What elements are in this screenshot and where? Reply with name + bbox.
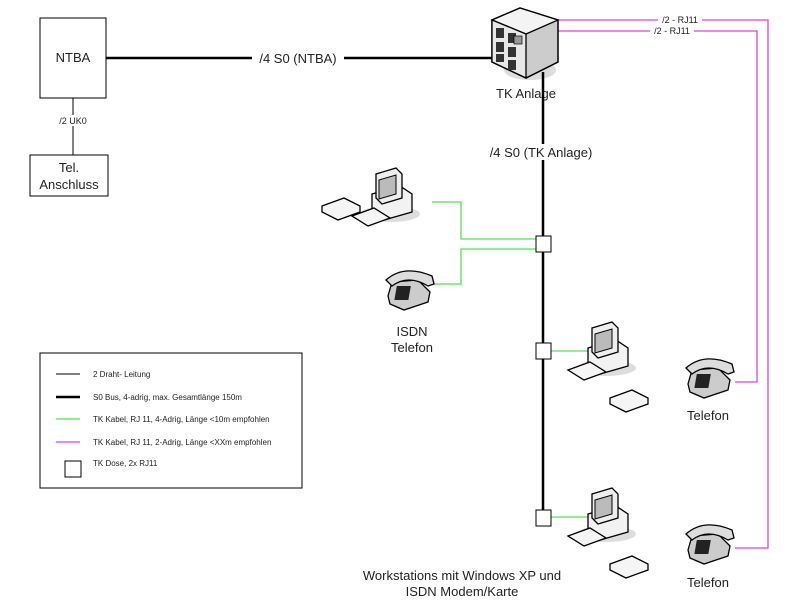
- tk-dose-1: [535, 235, 552, 253]
- isdn-phone-icon: [385, 270, 435, 311]
- uk0-label: /2 UK0: [59, 116, 87, 126]
- rj11-line-1: [557, 19, 769, 549]
- telefon-label-2: Telefon: [687, 575, 729, 590]
- workstations-label-2: ISDN Modem/Karte: [406, 584, 519, 599]
- legend-item-tk-4adrig: TK Kabel, RJ 11, 4-Adrig, Länge <10m emp…: [93, 415, 270, 424]
- legend-item-tk-dose: TK Dose, 2x RJ11: [93, 459, 158, 468]
- ntba-label: NTBA: [56, 50, 91, 65]
- tk-anlage-label: TK Anlage: [496, 86, 556, 101]
- tel-anschluss-label-1: Tel.: [59, 160, 79, 175]
- workstation-icon: [351, 167, 421, 227]
- modem-icon: [609, 389, 649, 413]
- rj11-label-1: /2 - RJ11: [662, 15, 698, 25]
- tk-cable-pc1: [432, 201, 536, 240]
- isdn-telefon-label-2: Telefon: [391, 340, 433, 355]
- rj11-line-2: [557, 30, 758, 383]
- rj11-label-2: /2 - RJ11: [654, 26, 690, 36]
- legend-item-2draht: 2 Draht- Leitung: [93, 370, 150, 379]
- tel-anschluss-label-2: Anschluss: [39, 177, 99, 192]
- phone-icon: [685, 358, 735, 399]
- tk-anlage-icon: [490, 7, 560, 80]
- legend: 2 Draht- Leitung S0 Bus, 4-adrig, max. G…: [39, 352, 303, 489]
- workstations-label-1: Workstations mit Windows XP und: [363, 568, 561, 583]
- tk-dose-2: [535, 342, 552, 360]
- tk-cable-isdn-phone: [428, 248, 536, 285]
- legend-item-s0-bus: S0 Bus, 4-adrig, max. Gesamtlänge 150m: [93, 393, 242, 402]
- ntba-box: [39, 17, 107, 99]
- phone-icon: [685, 524, 735, 565]
- tel-anschluss-box: [29, 154, 109, 197]
- s0-ntba-label: /4 S0 (NTBA): [259, 51, 336, 66]
- s0-tk-label: /4 S0 (TK Anlage): [490, 145, 593, 160]
- tk-dose-3: [535, 509, 552, 527]
- isdn-telefon-label-1: ISDN: [396, 324, 427, 339]
- legend-item-tk-2adrig: TK Kabel, RJ 11, 2-Adrig, Länge <XXm emp…: [93, 438, 271, 447]
- modem-icon: [609, 555, 649, 579]
- telefon-label-1: Telefon: [687, 408, 729, 423]
